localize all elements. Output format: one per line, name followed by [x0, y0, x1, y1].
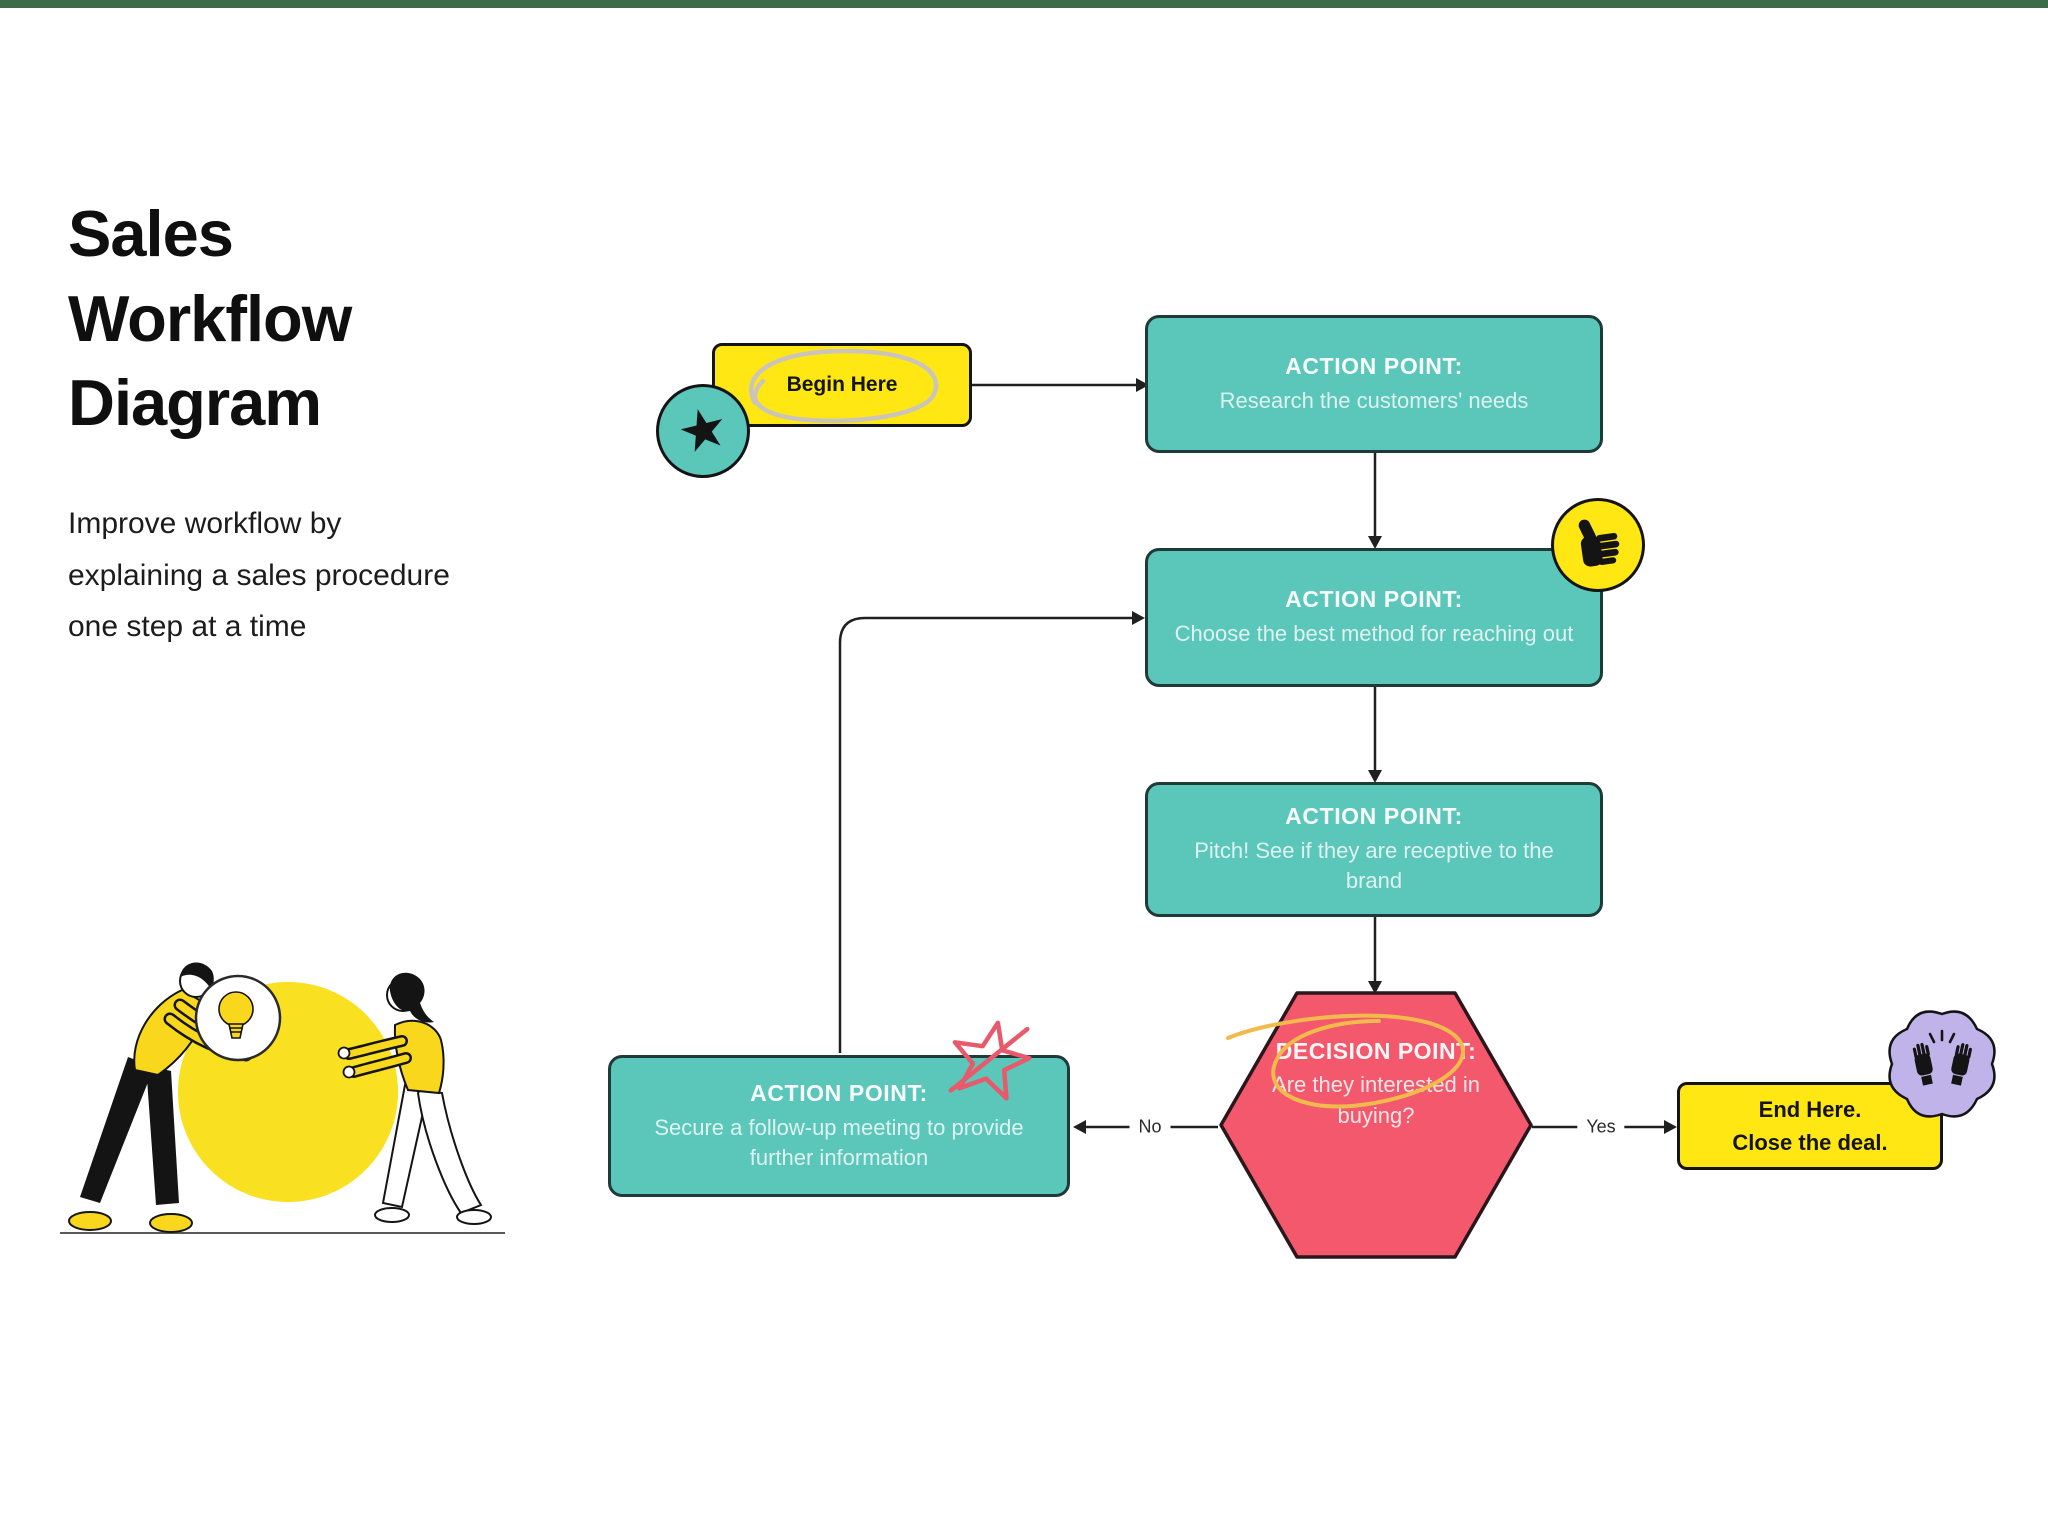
start-node: Begin Here — [712, 343, 972, 427]
celebration-badge — [1884, 1006, 2000, 1122]
page-subtitle: Improve workflow by explaining a sales p… — [68, 507, 450, 644]
edge-label-yes: Yes — [1577, 1114, 1625, 1140]
thumbs-up-icon — [1578, 519, 1620, 567]
teamwork-illustration — [60, 962, 505, 1234]
action-node-followup: ACTION POINT: Secure a follow-up meeting… — [608, 1055, 1070, 1197]
action-node-title: ACTION POINT: — [1285, 352, 1463, 379]
start-label: Begin Here — [786, 373, 898, 396]
action-node-text: Research the customers' needs — [1219, 387, 1529, 413]
decision-node-text: DECISION POINT: Are they interested in b… — [1271, 1036, 1481, 1132]
decision-question: Are they interested in buying? — [1272, 1072, 1480, 1129]
raised-hands-icon — [1888, 1010, 1996, 1118]
action-node-text: Choose the best method for reaching out — [1174, 621, 1574, 647]
action-node-text: Secure a follow-up meeting to provide fu… — [654, 1114, 1024, 1170]
decision-title: DECISION POINT: — [1275, 1038, 1477, 1064]
person-right — [337, 972, 492, 1225]
action-node-method: ACTION POINT: Choose the best method for… — [1145, 548, 1603, 687]
start-badge: ★ — [656, 384, 750, 478]
action-node-pitch: ACTION POINT: Pitch! See if they are rec… — [1145, 782, 1603, 917]
lightbulb-icon — [194, 974, 282, 1062]
approval-badge — [1551, 498, 1645, 592]
end-node: End Here. Close the deal. — [1677, 1082, 1943, 1170]
action-node-text: Pitch! See if they are receptive to the … — [1194, 838, 1554, 893]
action-node-title: ACTION POINT: — [750, 1079, 928, 1106]
page-title: Sales Workflow Diagram — [68, 197, 352, 439]
end-label: End Here. Close the deal. — [1732, 1097, 1888, 1155]
action-node-research: ACTION POINT: Research the customers' ne… — [1145, 315, 1603, 453]
star-icon: ★ — [670, 392, 736, 469]
top-accent-bar — [0, 0, 2048, 8]
action-node-title: ACTION POINT: — [1285, 803, 1463, 830]
action-node-title: ACTION POINT: — [1285, 586, 1463, 613]
edge-label-no: No — [1129, 1114, 1171, 1140]
